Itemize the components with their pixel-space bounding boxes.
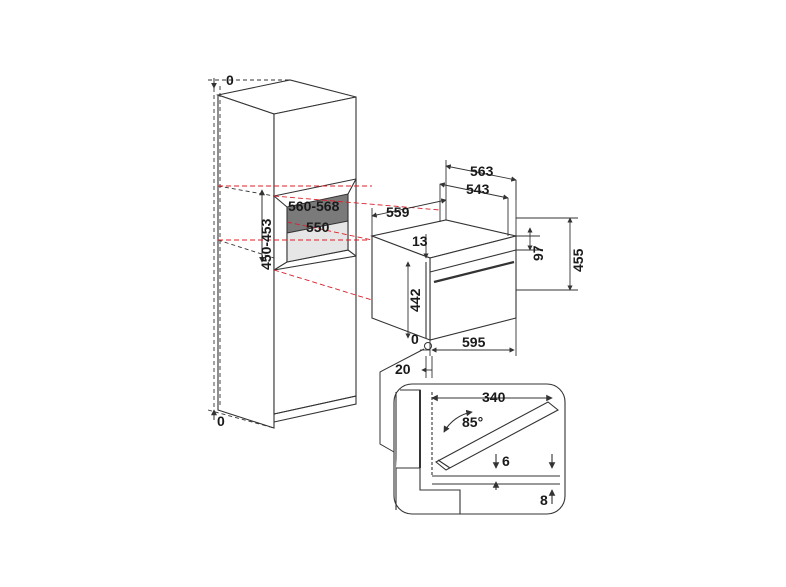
label-niche-depth: 550 xyxy=(306,219,330,235)
label-panel-height: 97 xyxy=(530,245,546,261)
dimension-labels: 0 0 450-453 560-568 550 563 543 559 13 9… xyxy=(217,72,586,508)
label-niche-width: 560-568 xyxy=(288,198,340,214)
label-depth-563: 563 xyxy=(470,163,494,179)
door-detail xyxy=(393,383,566,515)
label-side-gap: 0 xyxy=(411,331,419,347)
label-depth-559: 559 xyxy=(386,204,410,220)
label-total-height: 455 xyxy=(570,248,586,272)
label-bottom-offset: 8 xyxy=(540,492,548,508)
appliance-dimensions xyxy=(371,160,578,356)
label-front-width: 595 xyxy=(462,334,486,350)
cabinet-end-arrows xyxy=(211,78,265,420)
label-front-offset: 13 xyxy=(412,233,428,249)
detail-callout xyxy=(379,342,432,453)
label-depth-543: 543 xyxy=(466,181,490,197)
protrusion-dim xyxy=(421,356,433,378)
label-front-protrusion: 20 xyxy=(395,361,411,377)
label-bottom-gap: 0 xyxy=(217,413,225,429)
label-top-gap: 0 xyxy=(226,72,234,88)
label-door-depth: 340 xyxy=(482,389,506,405)
label-body-height: 442 xyxy=(407,288,423,312)
label-door-angle: 85° xyxy=(462,414,483,430)
tall-cabinet xyxy=(215,79,357,429)
label-door-offset: 6 xyxy=(502,453,510,469)
label-niche-height: 450-453 xyxy=(258,218,274,270)
appliance xyxy=(370,219,517,341)
